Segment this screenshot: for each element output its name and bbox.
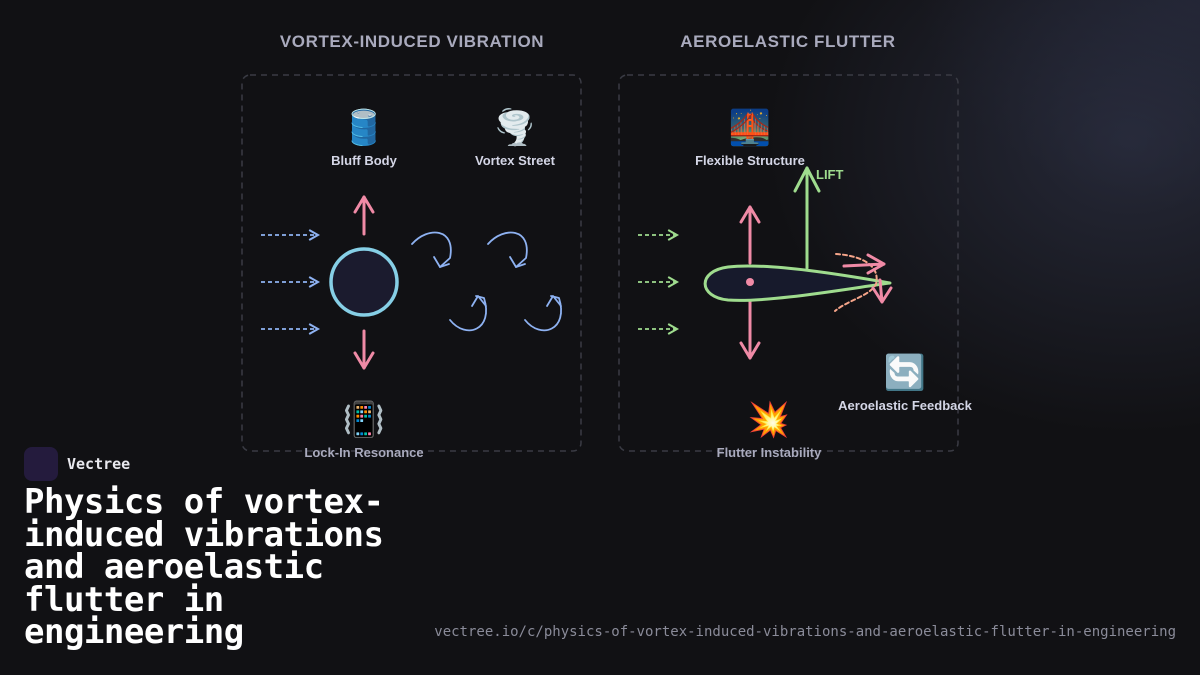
plunge-arrow-down-head [739,341,761,360]
pitch-arc [834,253,878,312]
transverse-force-arrows [353,195,375,370]
plunge-arrows [739,205,761,360]
lift-arrow-head [793,166,821,193]
shed-vortices [411,231,562,332]
elastic-axis-dot [746,278,754,286]
lift-label: LIFT [816,167,844,182]
panel-frame-flutter [618,74,959,452]
pitch-arrow-right [842,253,886,275]
page-title: Physics of vortex-induced vibrations and… [24,482,384,652]
node-label-flutter-instability: Flutter Instability [716,445,822,460]
bluff-cylinder [329,247,399,317]
pitch-motion-arrows [834,253,893,312]
node-label-aeroelastic-feedback: Aeroelastic Feedback [838,398,972,413]
incoming-flow-arrows-flutter [638,229,680,335]
pitch-arrow-down [871,278,893,304]
force-arrow-up-head [353,195,375,214]
vortex-bottom-1-head [471,295,487,307]
vortex-top-2 [487,231,528,268]
force-arrow-down-head [353,351,375,370]
collision-icon: 💥 [747,401,791,439]
incoming-flow-arrows-vortex [261,229,321,335]
plunge-arrow-up-head [739,205,761,224]
page-url[interactable]: vectree.io/c/physics-of-vortex-induced-v… [434,624,1176,640]
vortex-top-1-head [433,256,450,268]
feedback-cycle-icon: 🔄 [883,354,927,392]
bridge-icon: 🌉 [728,109,772,147]
vibration-mode-icon: 📳 [342,401,386,439]
vortex-bottom-2-head [546,295,562,307]
node-label-vortex-street: Vortex Street [475,153,555,168]
brand: Vectree [24,447,130,481]
tornado-icon: 🌪️ [493,109,537,147]
panel-title-flutter: AEROELASTIC FLUTTER [680,32,896,51]
lift-arrow [793,166,821,270]
brand-logo [24,447,58,481]
vortex-top-2-head [509,256,526,268]
node-label-lock-in-resonance: Lock-In Resonance [304,445,424,460]
brand-name: Vectree [67,455,131,473]
panel-frame-vortex [241,74,582,452]
vortex-top-1 [411,231,452,268]
vortex-bottom-2 [524,295,562,332]
airfoil [703,264,892,302]
node-label-bluff-body: Bluff Body [331,153,397,168]
vortex-bottom-1 [449,295,487,332]
panel-title-vortex: VORTEX-INDUCED VIBRATION [279,32,545,51]
barrel-icon: 🛢️ [342,109,386,147]
node-label-flexible-structure: Flexible Structure [695,153,805,168]
